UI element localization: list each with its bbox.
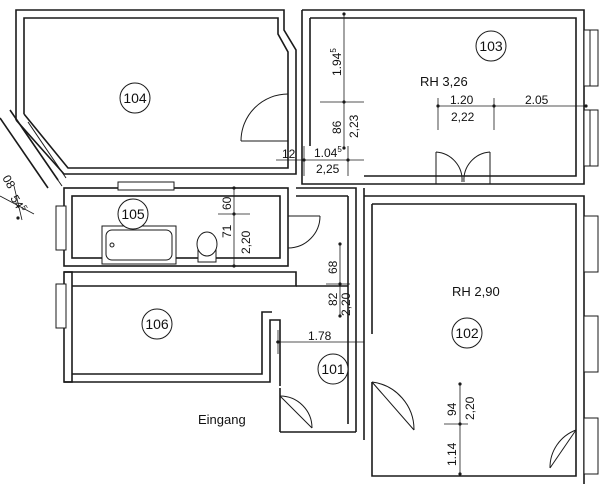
- door-104: [240, 93, 289, 142]
- dim-194: 1.945: [329, 48, 344, 76]
- dim-82: 82: [326, 292, 340, 306]
- room-102-walls: [364, 195, 585, 484]
- entrance-label: Eingang: [198, 412, 246, 427]
- room-number: 102: [455, 325, 479, 341]
- dim-68: 68: [326, 260, 340, 274]
- room-tag-102: 102: [451, 317, 483, 349]
- room-103-walls: [301, 9, 585, 185]
- dim-220a: 2,20: [239, 230, 253, 254]
- room-103-height: RH 3,26: [420, 74, 468, 89]
- windows-103: [583, 29, 599, 167]
- toilet: [196, 231, 218, 263]
- room-104-walls: [15, 9, 297, 175]
- door-103-double: [435, 151, 491, 184]
- windows-102: [583, 215, 599, 475]
- dim-71: 71: [220, 224, 234, 238]
- dimension-lines: [0, 12, 588, 476]
- room-number: 101: [321, 361, 345, 377]
- room-102-height: RH 2,90: [452, 284, 500, 299]
- dim-225: 2,25: [316, 162, 340, 176]
- dim-223: 2,23: [347, 114, 361, 138]
- dim-60: 60: [220, 196, 234, 210]
- dim-220b: 2,20: [339, 292, 353, 316]
- room-106-walls: [55, 271, 348, 386]
- room-tag-105: 105: [117, 198, 149, 230]
- dim-120: 1.20: [450, 93, 474, 107]
- dim-94: 94: [445, 402, 459, 416]
- dim-54: 545: [7, 192, 29, 215]
- dim-205: 2.05: [525, 93, 549, 107]
- dim-12: 12: [282, 147, 296, 161]
- dim-114: 1.14: [445, 442, 459, 466]
- room-number: 104: [123, 90, 147, 106]
- room-tag-104: 104: [119, 82, 151, 114]
- dim-104: 1.045: [314, 145, 342, 160]
- room-number: 105: [121, 206, 145, 222]
- dim-178: 1.78: [308, 329, 332, 343]
- door-102: [371, 381, 577, 469]
- dim-08: 08: [0, 173, 18, 192]
- dim-86: 86: [330, 120, 344, 134]
- room-tag-103: 103: [475, 30, 507, 62]
- corridor-101-walls: [279, 187, 365, 440]
- room-tag-101: 101: [317, 353, 349, 385]
- room-number: 106: [145, 316, 169, 332]
- dim-222: 2,22: [451, 110, 475, 124]
- dim-220c: 2,20: [463, 396, 477, 420]
- door-105: [287, 215, 321, 249]
- diagonal-wall: [0, 109, 67, 189]
- entrance-door: [279, 395, 313, 429]
- room-number: 103: [479, 38, 503, 54]
- bathtub: [101, 225, 177, 265]
- room-tag-106: 106: [141, 308, 173, 340]
